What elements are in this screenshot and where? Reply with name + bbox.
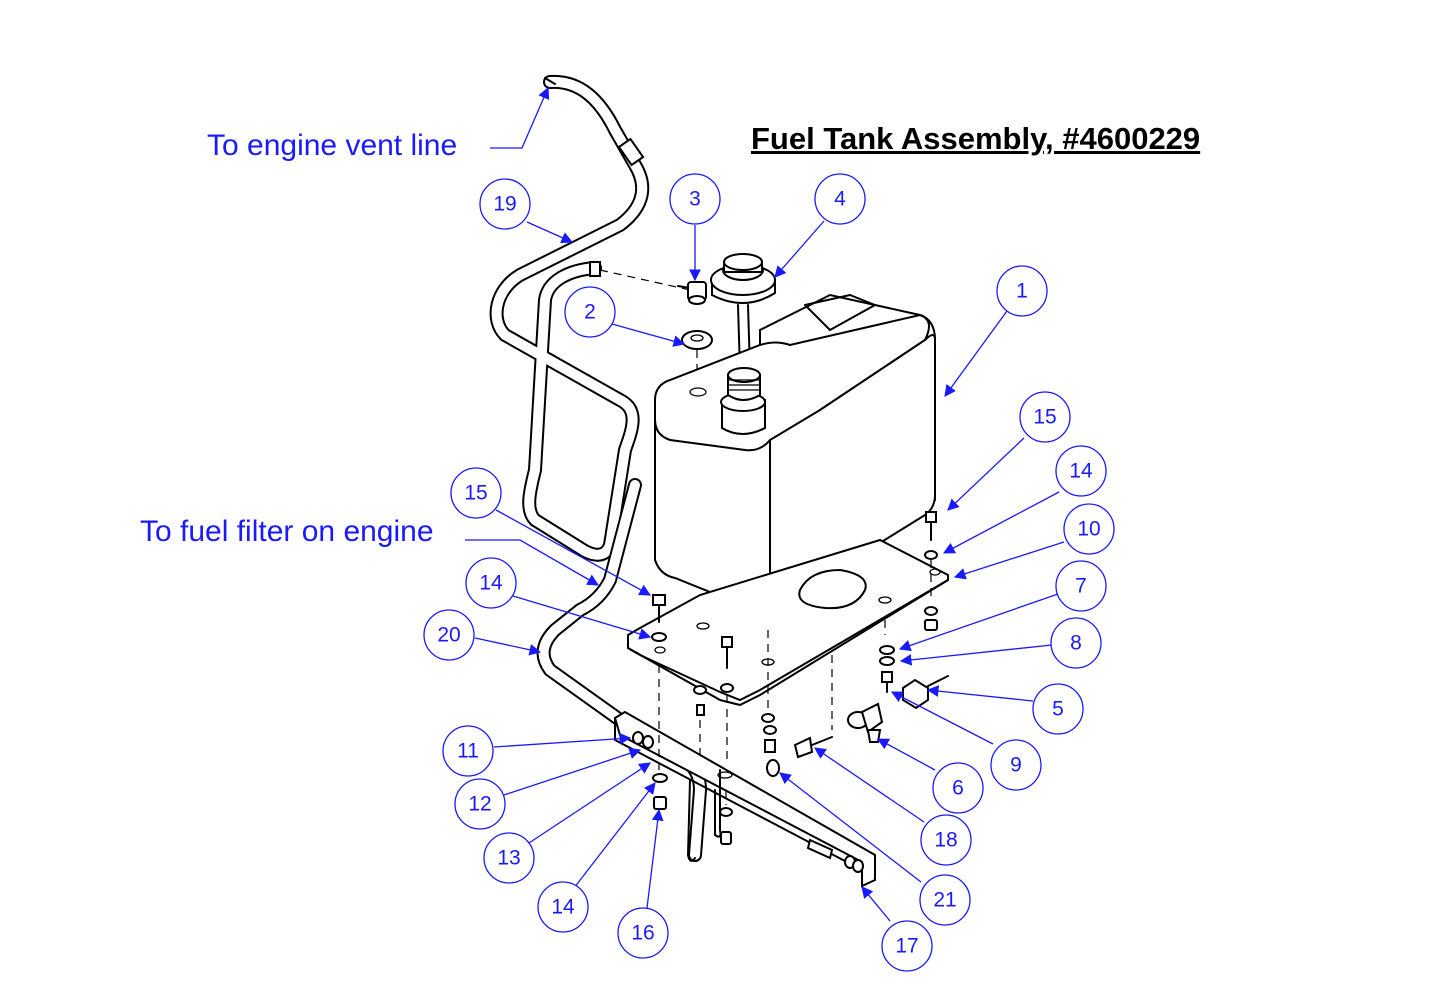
diagram-title: Fuel Tank Assembly, #4600229 [751, 121, 1201, 156]
vent-hose-19 [489, 74, 650, 562]
callout-15-right: 15 [1019, 391, 1071, 443]
callout-4: 4 [814, 173, 866, 225]
callout-3: 3 [669, 173, 721, 225]
callout-13: 13 [483, 832, 535, 884]
assembly-line [599, 269, 691, 291]
callout-15-left: 15 [450, 467, 502, 519]
callout-17-label: 17 [895, 935, 918, 958]
callout-17: 17 [881, 920, 933, 972]
callout-leaders [465, 86, 1065, 922]
callout-20-label: 20 [437, 624, 460, 647]
callout-16-label: 16 [631, 922, 654, 945]
hardware [632, 511, 949, 873]
callout-7-label: 7 [1075, 575, 1087, 598]
callout-20: 20 [423, 609, 475, 661]
callout-19: 19 [479, 178, 531, 230]
callout-11: 11 [442, 725, 494, 777]
callout-18-label: 18 [934, 829, 957, 852]
callout-14-right: 14 [1055, 445, 1107, 497]
callout-13-label: 13 [497, 847, 520, 870]
fuel-tank-1 [654, 293, 936, 611]
fuel-filter-note: To fuel filter on engine [140, 515, 434, 548]
callout-9: 9 [990, 739, 1042, 791]
callout-9-label: 9 [1010, 754, 1022, 777]
mounting-plate-10 [627, 538, 949, 706]
callout-11-label: 11 [457, 740, 479, 763]
callout-14-left: 14 [465, 557, 517, 609]
callout-12-label: 12 [468, 793, 491, 816]
callout-6-label: 6 [952, 777, 964, 800]
callout-15-left-label: 15 [464, 482, 487, 505]
vent-line-note: To engine vent line [207, 129, 458, 162]
vent-fitting-3 [677, 281, 707, 305]
callout-8-label: 8 [1070, 632, 1082, 655]
callout-5: 5 [1032, 683, 1084, 735]
callout-1: 1 [996, 265, 1048, 317]
fuel-cap-4 [710, 253, 776, 371]
callout-14-right-label: 14 [1069, 460, 1093, 483]
callout-12: 12 [454, 778, 506, 830]
bracket-17 [613, 710, 876, 888]
callout-19-label: 19 [493, 193, 516, 216]
callout-10: 10 [1063, 503, 1115, 555]
callout-4-label: 4 [834, 188, 846, 211]
callout-3-label: 3 [689, 188, 701, 211]
callout-14-bottom: 14 [537, 881, 589, 933]
callout-8: 8 [1050, 617, 1102, 669]
callout-2: 2 [564, 286, 616, 338]
callout-21: 21 [919, 874, 971, 926]
callout-18: 18 [920, 814, 972, 866]
callout-5-label: 5 [1052, 698, 1064, 721]
callout-14-bottom-label: 14 [551, 896, 575, 919]
callout-14-left-label: 14 [479, 572, 503, 595]
callout-16: 16 [617, 907, 669, 959]
callout-6: 6 [932, 762, 984, 814]
callout-7: 7 [1055, 560, 1107, 612]
callout-2-label: 2 [584, 301, 596, 324]
callout-15-right-label: 15 [1033, 406, 1056, 429]
callout-1-label: 1 [1016, 280, 1028, 303]
callout-21-label: 21 [933, 889, 956, 912]
callout-10-label: 10 [1077, 518, 1100, 541]
